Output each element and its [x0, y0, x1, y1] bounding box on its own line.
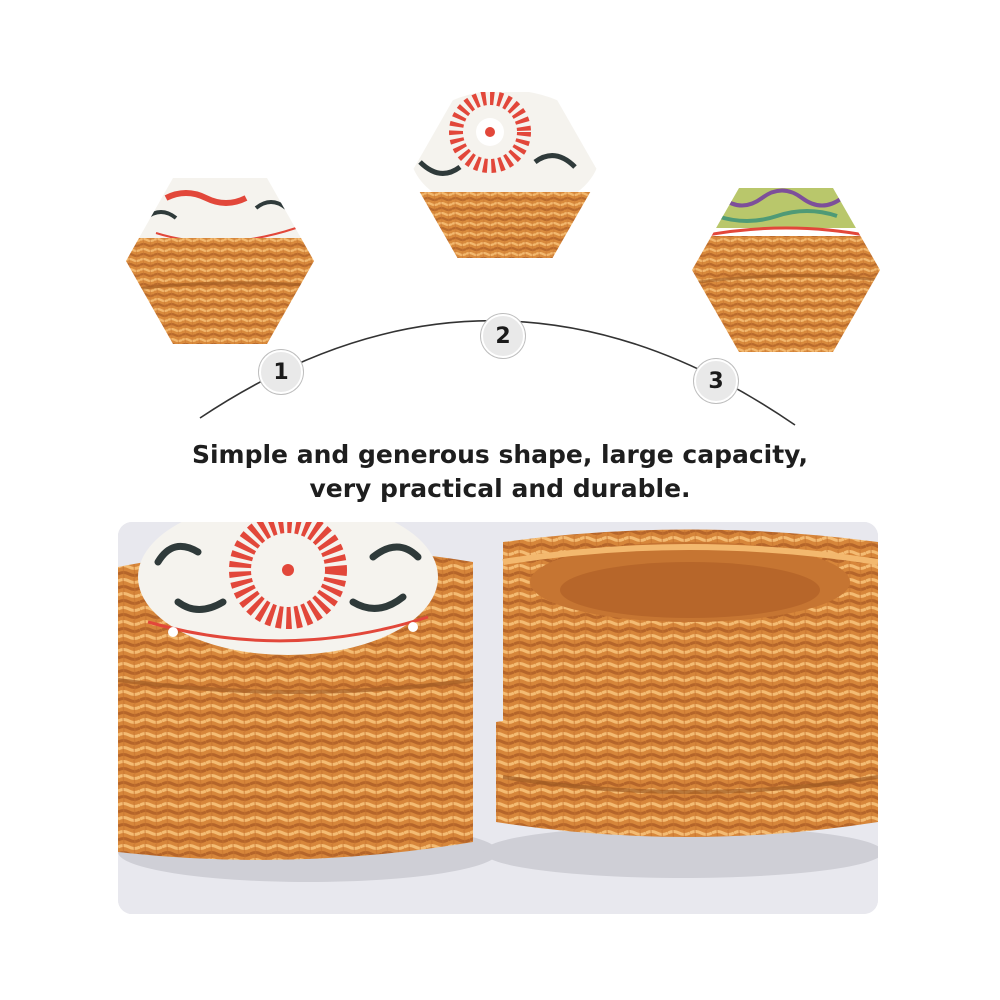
step-badge-1: 1	[259, 350, 303, 394]
thumbnail-3	[692, 188, 880, 352]
product-photo	[118, 522, 878, 914]
step-badge-2: 2	[481, 314, 525, 358]
step-badge-3: 3	[694, 359, 738, 403]
caption-line-2: very practical and durable.	[309, 474, 691, 503]
caption-line-1: Simple and generous shape, large capacit…	[191, 440, 809, 469]
thumbnail-2	[410, 92, 600, 258]
thumbnail-1	[126, 178, 314, 344]
